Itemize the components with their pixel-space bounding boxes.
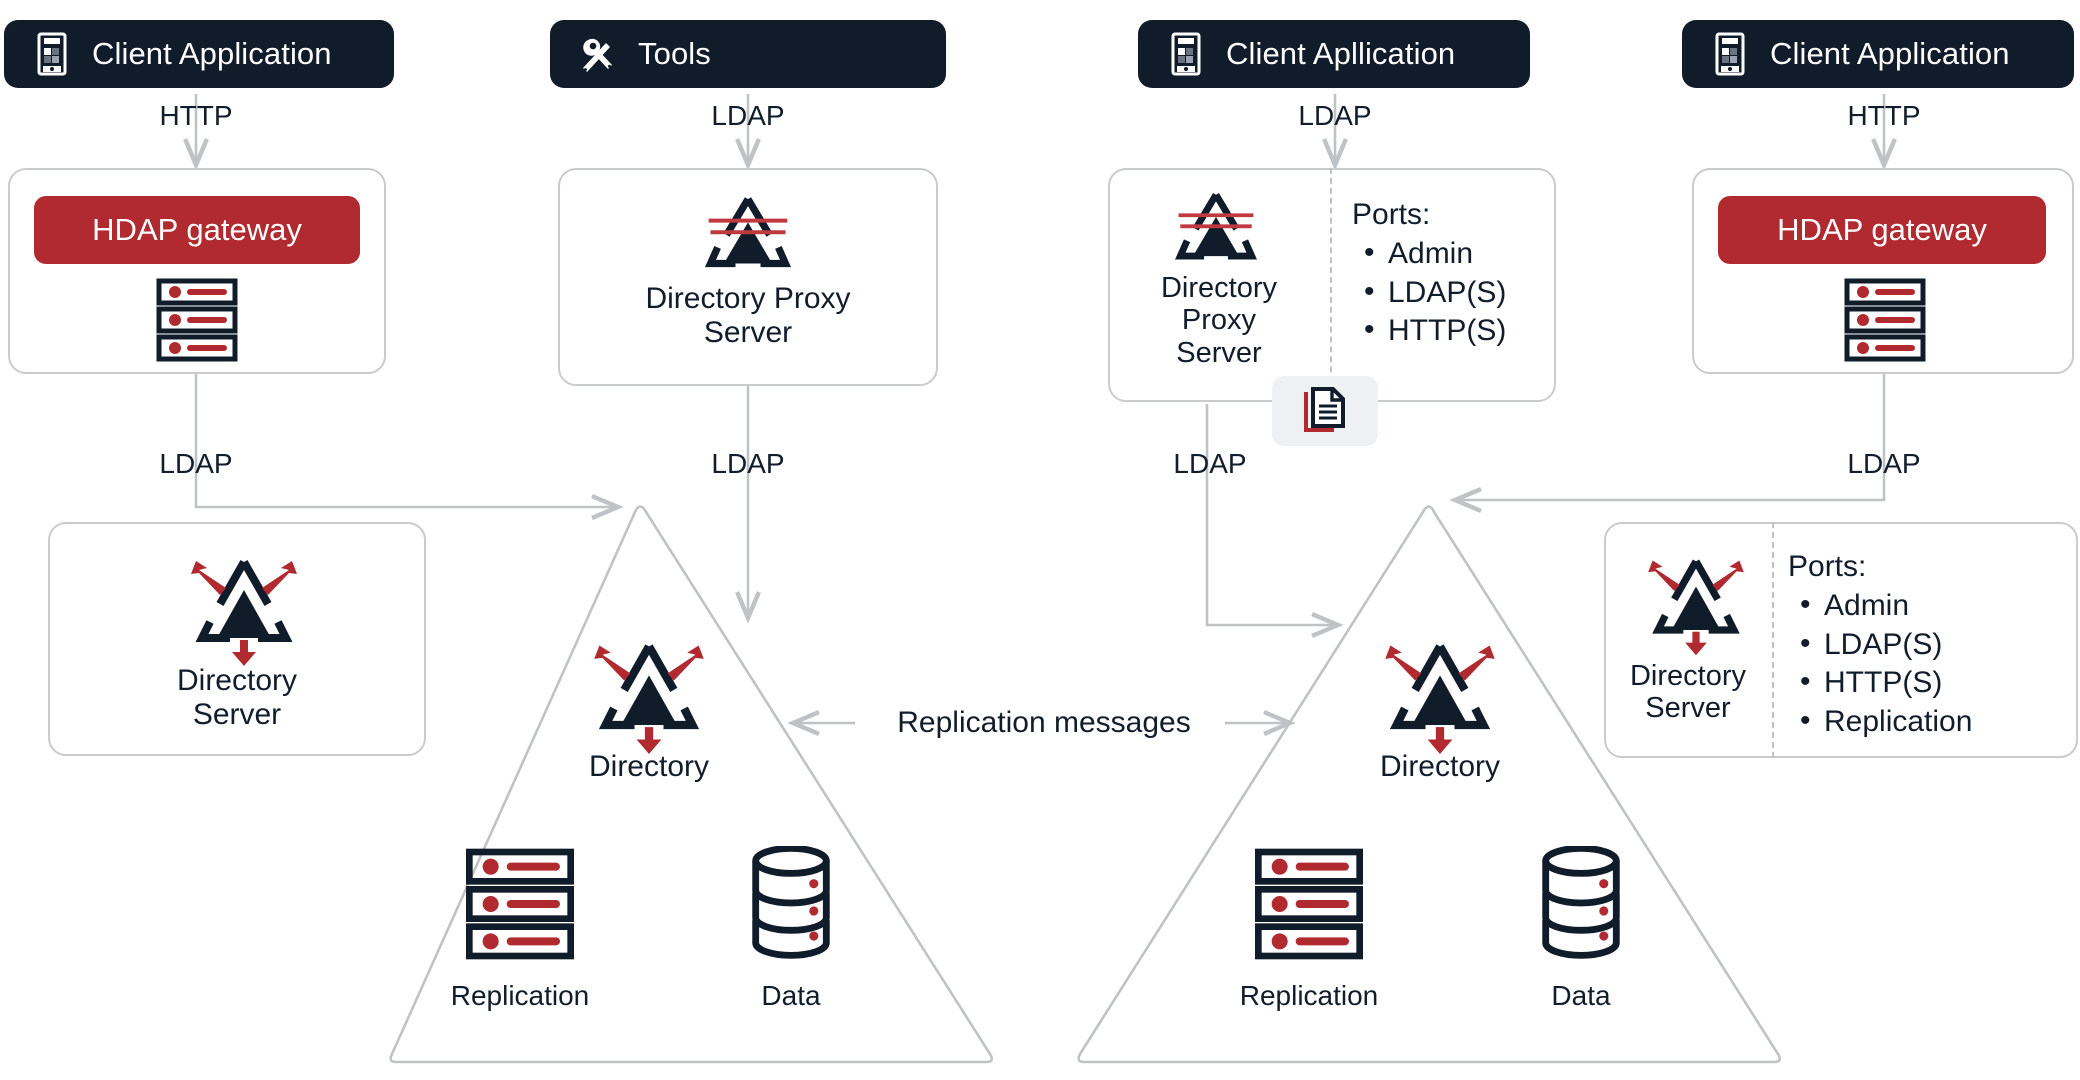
port-item: Admin (1352, 234, 1506, 273)
node-divider-4 (1772, 522, 1774, 758)
server-stack-icon (1844, 278, 1926, 362)
server-stack-icon (156, 278, 238, 362)
link-label-ldap-4: LDAP (1298, 100, 1372, 131)
link-label-ldap-2: LDAP (711, 100, 785, 131)
directory-server-icon (1648, 559, 1744, 656)
hdap-gateway-label: HDAP gateway (92, 212, 302, 247)
triangle-right-item-label: Data (1551, 980, 1611, 1011)
mobile-device-icon (1715, 32, 1745, 76)
node-directory-server-1[interactable] (48, 522, 426, 756)
database-cylinder-icon (1542, 846, 1620, 959)
ports-title: Ports: (1352, 198, 1431, 231)
header-client-application-3[interactable]: Client Apllication (1138, 20, 1530, 88)
ports-title: Ports: (1788, 550, 1867, 583)
triangle-right-item-label: Replication (1239, 980, 1379, 1011)
directory-proxy-server-icon (1175, 193, 1257, 260)
port-item: LDAP(S) (1788, 625, 1972, 664)
header-label: Client Apllication (1226, 36, 1456, 71)
port-item: Replication (1788, 702, 1972, 741)
mobile-device-icon (37, 32, 67, 76)
link-label-ldap-5: LDAP (1173, 448, 1247, 479)
port-item: HTTP(S) (1352, 311, 1506, 350)
port-item: Admin (1788, 586, 1972, 625)
directory-server-icon (1385, 644, 1495, 754)
triangle-left-item-label: Replication (450, 980, 590, 1011)
logs-badge-3[interactable] (1272, 376, 1378, 446)
directory-server-caption-1: Directory Server (176, 664, 297, 731)
link-label-ldap-6: LDAP (1847, 448, 1921, 479)
port-item: HTTP(S) (1788, 663, 1972, 702)
header-tools[interactable]: Tools (550, 20, 946, 88)
logs-document-icon (1304, 387, 1345, 432)
triangle-left-apex-label: Directory (588, 750, 709, 783)
link-label-ldap-3: LDAP (711, 448, 785, 479)
directory-proxy-server-caption-2: Directory Proxy Server (645, 282, 851, 349)
triangle-left-item-label: Data (761, 980, 821, 1011)
ports-list-4: Ports: Admin LDAP(S) HTTP(S) Replication (1788, 548, 1972, 741)
hdap-gateway-label: HDAP gateway (1777, 212, 1987, 247)
header-client-application-4[interactable]: Client Application (1682, 20, 2074, 88)
directory-server-icon (191, 560, 297, 666)
tools-icon (583, 38, 612, 72)
directory-proxy-server-icon (704, 197, 792, 268)
link-label-http-2: HTTP (1847, 100, 1921, 131)
directory-proxy-server-caption-3: Directory Proxy Server (1160, 272, 1277, 369)
header-client-application-1[interactable]: Client Application (4, 20, 394, 88)
header-label: Client Application (1770, 36, 2010, 71)
mobile-device-icon (1171, 32, 1201, 76)
replication-server-stack-icon (1255, 848, 1363, 960)
database-cylinder-icon (752, 846, 830, 959)
node-divider-3 (1330, 168, 1332, 402)
header-label: Tools (638, 36, 711, 71)
ports-list-3: Ports: Admin LDAP(S) HTTP(S) (1352, 196, 1506, 351)
link-label-ldap-1: LDAP (159, 448, 233, 479)
header-label: Client Application (92, 36, 332, 71)
triangle-right-apex-label: Directory (1379, 750, 1500, 783)
directory-server-caption-4: Directory Server (1629, 660, 1746, 725)
ports-items: Admin LDAP(S) HTTP(S) (1352, 234, 1506, 350)
replication-server-stack-icon (466, 848, 574, 960)
link-label-http-1: HTTP (159, 100, 233, 131)
ports-items: Admin LDAP(S) HTTP(S) Replication (1788, 586, 1972, 741)
hdap-gateway-pill-4[interactable]: HDAP gateway (1718, 196, 2046, 264)
directory-server-icon (594, 644, 704, 754)
replication-messages-label: Replication messages (897, 706, 1191, 739)
hdap-gateway-pill-1[interactable]: HDAP gateway (34, 196, 360, 264)
port-item: LDAP(S) (1352, 273, 1506, 312)
triangle-left-outline (389, 505, 994, 1064)
